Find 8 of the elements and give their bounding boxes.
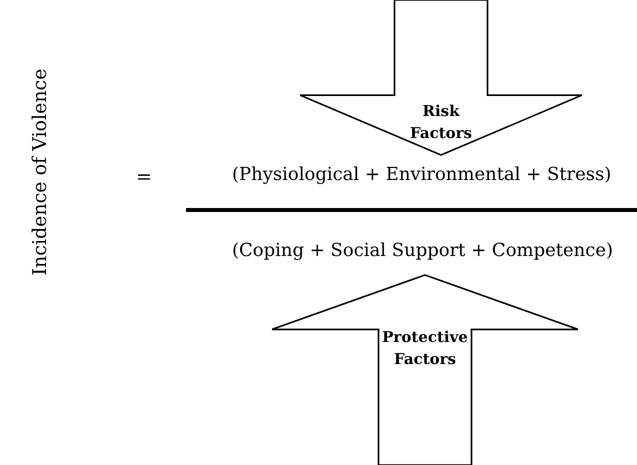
equals-sign: = [136, 166, 152, 188]
denominator-text: (Coping + Social Support + Competence) [232, 240, 614, 261]
axis-label: Incidence of Violence [29, 68, 51, 276]
block-arrow [300, 0, 582, 156]
arrow-label: Protective Factors [381, 327, 469, 370]
numerator-text: (Physiological + Environmental + Stress) [232, 164, 612, 185]
arrow-label: Risk Factors [409, 101, 473, 144]
block-arrow [272, 274, 578, 465]
